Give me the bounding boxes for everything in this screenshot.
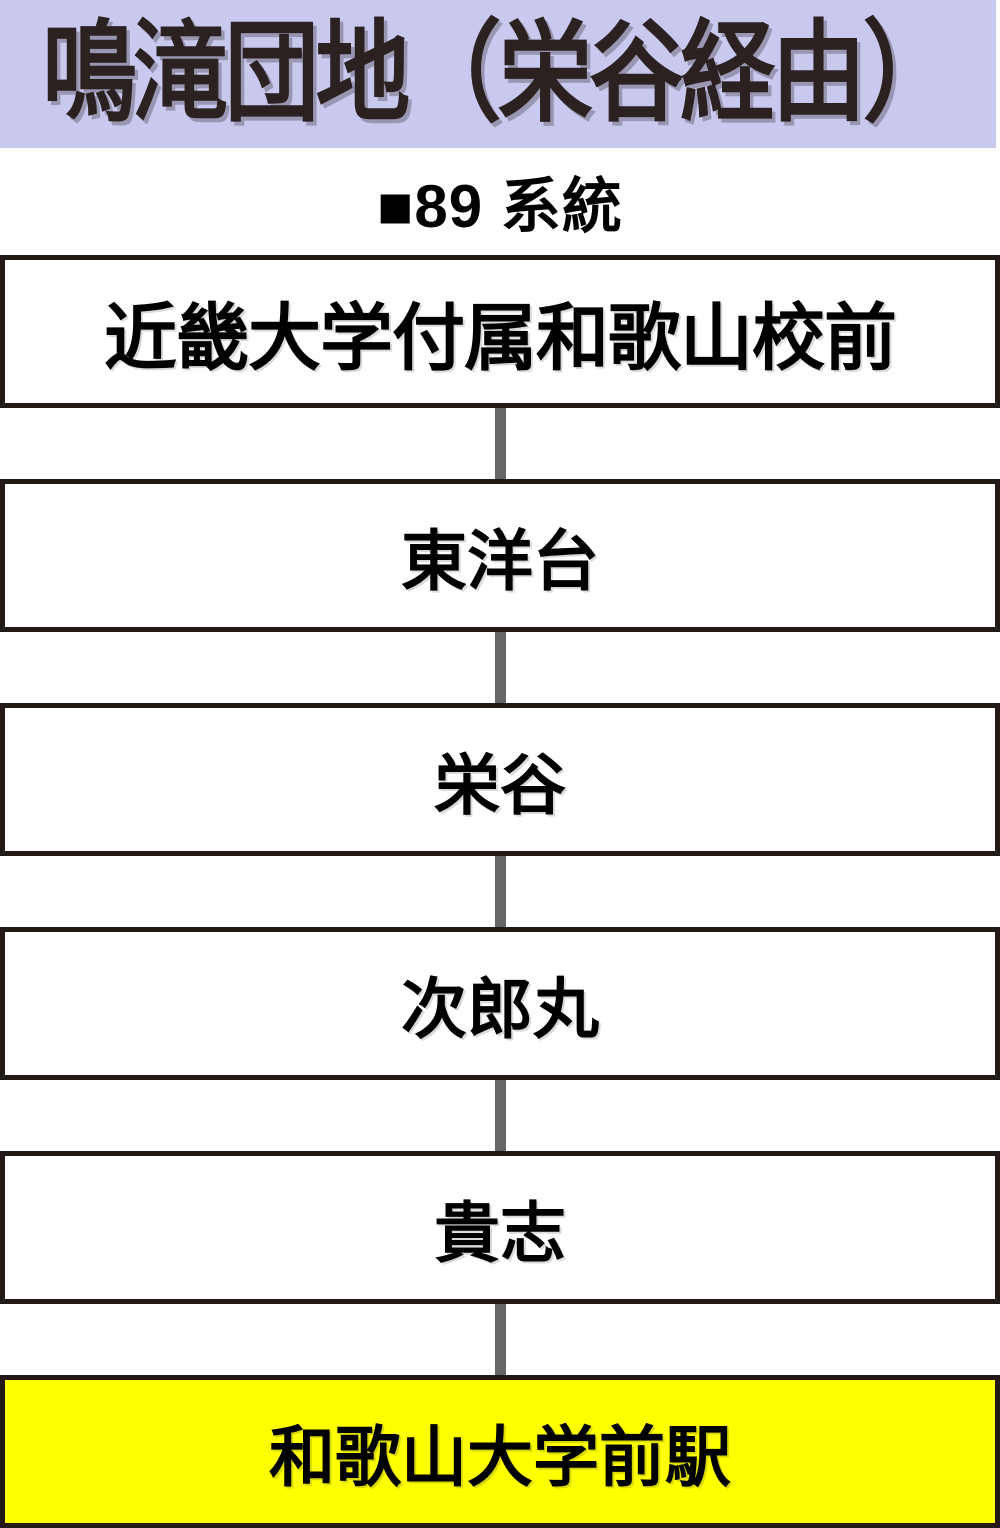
stop-connector-line (494, 856, 506, 927)
stop-connector-line (494, 632, 506, 703)
route-stop-list: 近畿大学付属和歌山校前東洋台栄谷次郎丸貴志和歌山大学前駅 (0, 255, 1000, 1528)
stop-connector-line (494, 1304, 506, 1375)
route-number-heading: ■89 系統 (0, 148, 1000, 255)
stop-name-label: 次郎丸 (401, 971, 599, 1046)
stop-connector-line (494, 1080, 506, 1151)
stop-box: 栄谷 (0, 703, 1000, 856)
stop-box: 次郎丸 (0, 927, 1000, 1080)
stop-box: 東洋台 (0, 479, 1000, 632)
stop-name-label: 栄谷 (434, 747, 566, 822)
route-number-label: ■89 系統 (377, 173, 623, 240)
stop-name-label: 和歌山大学前駅 (269, 1419, 731, 1494)
route-title-banner: 鳴滝団地（栄谷経由） (0, 0, 996, 148)
stop-connector-line (494, 408, 506, 479)
stop-box: 貴志 (0, 1151, 1000, 1304)
stop-name-label: 近畿大学付属和歌山校前 (104, 297, 897, 379)
stop-name-label: 貴志 (434, 1195, 566, 1270)
stop-name-label: 東洋台 (401, 523, 599, 598)
stop-box-terminal: 和歌山大学前駅 (0, 1375, 1000, 1528)
route-title: 鳴滝団地（栄谷経由） (42, 12, 957, 135)
stop-box: 近畿大学付属和歌山校前 (0, 255, 1000, 408)
